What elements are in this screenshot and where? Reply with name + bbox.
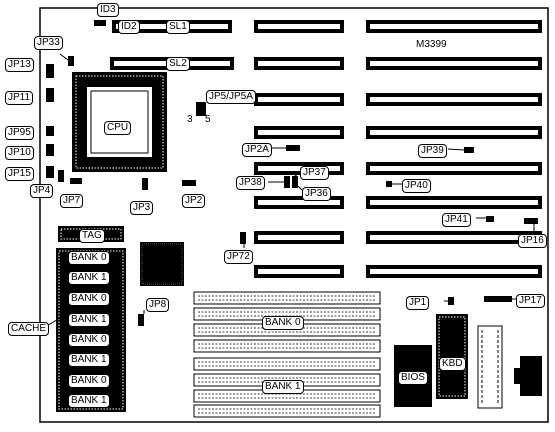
memory-bank-1-label: BANK 1 bbox=[262, 380, 304, 394]
bios-label: BIOS bbox=[398, 371, 428, 385]
cache-bank-0: BANK 0 bbox=[68, 251, 110, 265]
kbd-label: KBD bbox=[439, 357, 466, 371]
jumper-label-jp95: JP95 bbox=[5, 126, 34, 140]
tag-label: TAG bbox=[79, 229, 105, 243]
cache-bank-1: BANK 1 bbox=[68, 271, 110, 285]
jumper-pins bbox=[46, 20, 538, 326]
slot-label-sl2: SL2 bbox=[166, 57, 190, 71]
jumper-label-jp7: JP7 bbox=[60, 194, 84, 208]
jp5-pin-3: 3 bbox=[187, 114, 193, 125]
kbd-chip bbox=[436, 314, 468, 399]
jumper-label-jp72: JP72 bbox=[224, 250, 253, 264]
jumper-label-jp2: JP2 bbox=[182, 194, 206, 208]
jumper-label-jp8: JP8 bbox=[146, 298, 170, 312]
cache-bank-4: BANK 0 bbox=[68, 333, 110, 347]
jumper-label-jp36: JP36 bbox=[302, 187, 331, 201]
cache-bank-7: BANK 1 bbox=[68, 394, 110, 408]
isa-slot-windows-left bbox=[258, 24, 340, 274]
jumper-label-jp17: JP17 bbox=[516, 294, 545, 308]
jumper-label-jp39: JP39 bbox=[418, 144, 447, 158]
jumper-label-jp37: JP37 bbox=[300, 166, 329, 180]
jumper-label-jp41: JP41 bbox=[442, 213, 471, 227]
cache-bank-6: BANK 0 bbox=[68, 374, 110, 388]
jumper-label-jp15: JP15 bbox=[5, 167, 34, 181]
jumper-label-jp16: JP16 bbox=[518, 234, 547, 248]
board-model-label: M3399 bbox=[416, 39, 447, 50]
jumper-label-jp11: JP11 bbox=[5, 91, 34, 105]
jumper-label-jp13: JP13 bbox=[5, 58, 34, 72]
jumper-label-jp3: JP3 bbox=[130, 201, 154, 215]
jumper-label-jp4: JP4 bbox=[30, 184, 54, 198]
jumper-label-id3: ID3 bbox=[97, 3, 119, 17]
keyboard-connector bbox=[514, 356, 542, 396]
cache-bank-5: BANK 1 bbox=[68, 353, 110, 367]
memory-bank-0-label: BANK 0 bbox=[262, 316, 304, 330]
chipset bbox=[140, 242, 184, 286]
jumper-label-jp1: JP1 bbox=[406, 296, 430, 310]
jumper-label-jp2a: JP2A bbox=[242, 143, 272, 157]
jumper-label-id2: ID2 bbox=[118, 20, 140, 34]
cache-bank-3: BANK 1 bbox=[68, 313, 110, 327]
jp5-pin-5: 5 bbox=[205, 114, 211, 125]
jumper-label-jp10: JP10 bbox=[5, 146, 34, 160]
jumper-label-jp38: JP38 bbox=[236, 176, 265, 190]
slot-label-sl1: SL1 bbox=[166, 20, 190, 34]
cpu-label: CPU bbox=[104, 121, 132, 135]
jumper-label-jp33: JP33 bbox=[34, 36, 63, 50]
isa-slot-windows-right bbox=[370, 24, 538, 274]
cache-label: CACHE bbox=[8, 322, 50, 336]
cpu-socket bbox=[72, 72, 167, 172]
jumper-label-jp5-jp5a: JP5/JP5A bbox=[206, 90, 256, 104]
cache-bank-2: BANK 0 bbox=[68, 292, 110, 306]
jumper-label-jp40: JP40 bbox=[402, 179, 431, 193]
